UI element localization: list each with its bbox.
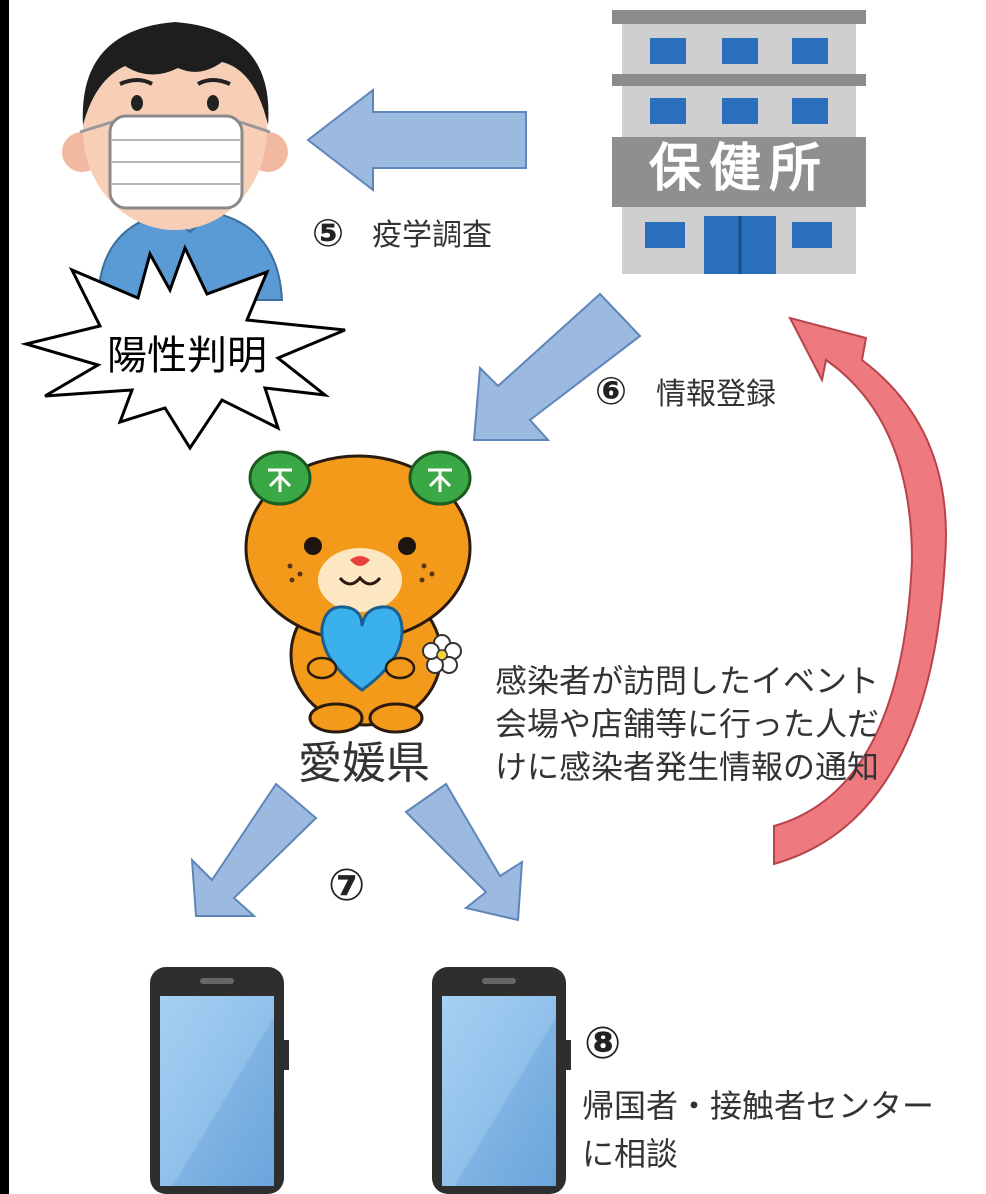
notification-line-1: 感染者が訪問したイベント — [495, 662, 880, 700]
step8-description: 帰国者・接触者センター に相談 — [582, 1082, 934, 1178]
mascot-mican-icon — [244, 450, 472, 734]
arrow-registration — [472, 292, 642, 441]
arrow-consultation — [773, 316, 947, 866]
step5-label: 疫学調査 — [372, 218, 492, 253]
step8-line-2: に相談 — [582, 1135, 679, 1173]
step7-number: ⑦ — [328, 860, 366, 911]
step5-number: ⑤ — [312, 211, 345, 255]
smartphone-icon — [150, 967, 289, 1194]
step6-label: 情報登録 — [656, 377, 776, 412]
smartphone-icon — [432, 967, 571, 1194]
notification-line-2: 会場や店舗等に行った人だ — [495, 705, 880, 743]
health-center-building-icon — [612, 10, 866, 274]
positive-burst-label: 陽性判明 — [107, 333, 267, 379]
prefecture-label: 愛媛県 — [298, 738, 430, 789]
arrow-notify-right — [404, 782, 524, 922]
masked-person-icon — [62, 22, 288, 301]
step8-line-1: 帰国者・接触者センター — [582, 1087, 935, 1125]
notification-line-3: けに感染者発生情報の通知 — [495, 748, 880, 786]
step8-number: ⑧ — [584, 1018, 622, 1069]
left-border — [0, 0, 9, 1194]
positive-burst-shape — [20, 244, 346, 451]
health-center-sign: 保健所 — [648, 139, 829, 199]
arrow-notify-left — [190, 782, 318, 917]
notification-description: 感染者が訪問したイベント 会場や店舗等に行った人だ けに感染者発生情報の通知 — [495, 660, 879, 789]
step6-number: ⑥ — [595, 369, 628, 413]
arrow-epidemiology — [306, 87, 527, 193]
